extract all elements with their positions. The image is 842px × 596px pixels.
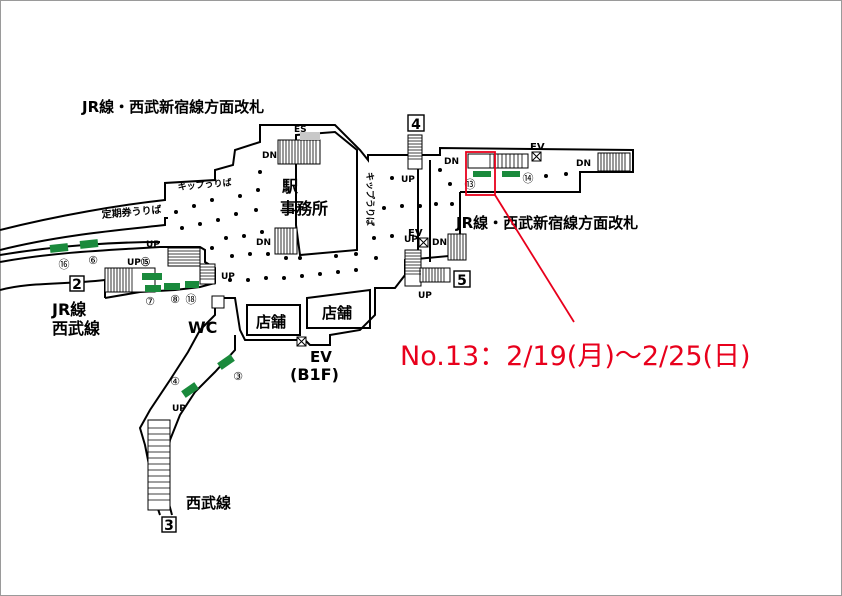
floor-label: (B1F): [290, 365, 339, 384]
platform-number-8: ⑧: [170, 293, 180, 306]
dn-label-right-gate: DN: [444, 157, 459, 167]
dn-label-lower-office: DN: [256, 238, 271, 248]
line-left-1: JR線: [51, 300, 86, 319]
exit-boxes: [69, 114, 471, 533]
wc-label: WC: [188, 318, 217, 337]
es-label: ES: [294, 125, 307, 135]
up-label-left: UP: [146, 240, 160, 250]
exit-2-number: 2: [72, 277, 82, 293]
up-label-center: UP: [404, 235, 418, 245]
gate-label-right: JR線・西武新宿線方面改札: [455, 214, 638, 232]
platform-number-3: ③: [233, 370, 243, 383]
platform-number-14: ⑭: [523, 172, 534, 185]
dn-label-far-right: DN: [576, 159, 591, 169]
shop-2-label: 店舗: [322, 304, 352, 322]
platform-number-4: ④: [170, 375, 180, 388]
elevator-icons: [296, 151, 542, 347]
shop-1-label: 店舗: [256, 313, 286, 331]
platform-number-7: ⑦: [145, 295, 155, 308]
exit-5-number: 5: [457, 273, 467, 289]
platform-number-6: ⑥: [88, 254, 98, 267]
wc-box: [211, 295, 225, 309]
ticket-machines-left-label: キップうりば: [177, 176, 232, 193]
platform-number-18: ⑱: [186, 293, 197, 306]
station-office-line-2: 事務所: [280, 199, 328, 218]
platform-signs: [49, 171, 520, 398]
pillars: [174, 168, 568, 282]
escalator-es-marker: [300, 132, 320, 140]
up15-label: UP⑮: [127, 256, 150, 268]
stair-hatching: [107, 137, 626, 501]
notice-text: No.13：2/19(月)〜2/25(日): [400, 341, 751, 372]
line-left-2: 西武線: [52, 319, 100, 338]
highlight-box-no13: [465, 151, 496, 196]
station-office-line-1: 駅: [281, 177, 299, 196]
up-label-exit-4: UP: [401, 175, 415, 185]
highlight-leader-line: [494, 194, 575, 323]
up-label-exit-5: UP: [418, 291, 432, 301]
gate-label-top-left: JR線・西武新宿線方面改札: [81, 98, 264, 116]
platform-number-16: ⑯: [59, 258, 70, 271]
ev-label-right: EV: [530, 142, 545, 153]
line-bottom: 西武線: [186, 494, 231, 512]
up-label-center-left: UP: [221, 272, 235, 282]
exit-4-number: 4: [411, 117, 421, 133]
ticket-machines-right-label: キップうりば: [364, 172, 376, 226]
dn-label-office: DN: [262, 151, 277, 161]
ticket-window-label: 定期券うりば: [101, 203, 162, 221]
exit-3-number: 3: [164, 518, 174, 534]
up-label-south: UP: [172, 404, 186, 414]
ev-label-shops: EV: [310, 348, 332, 366]
ev-label-center: EV: [408, 228, 423, 239]
platform-number-13: ⑬: [465, 178, 476, 191]
dn-label-center: DN: [432, 238, 447, 248]
